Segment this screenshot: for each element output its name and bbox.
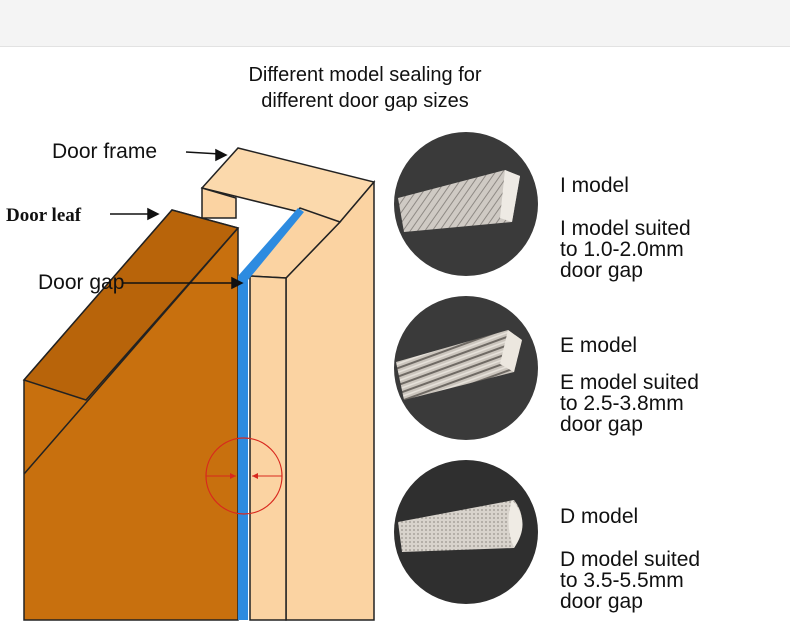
e-model-photo — [394, 296, 538, 440]
d-model-desc-line-3: door gap — [560, 591, 700, 612]
e-model-desc-line-1: E model suited — [560, 372, 699, 393]
door-leaf-arrowhead — [148, 209, 158, 219]
i-model-desc-line-2: to 1.0-2.0mm — [560, 239, 691, 260]
e-model-desc-line-2: to 2.5-3.8mm — [560, 393, 699, 414]
d-model-photo — [394, 460, 538, 604]
i-model-description: I model suited to 1.0-2.0mm door gap — [560, 218, 691, 281]
e-model-name: E model — [560, 334, 637, 358]
door-leaf-label: Door leaf — [6, 205, 81, 227]
door-frame-arrowhead — [216, 150, 226, 160]
d-model-name: D model — [560, 505, 638, 529]
door-frame-label: Door frame — [52, 140, 157, 164]
i-model-desc-line-1: I model suited — [560, 218, 691, 239]
i-model-name: I model — [560, 174, 629, 198]
door-frame-front — [250, 276, 286, 620]
e-model-desc-line-3: door gap — [560, 414, 699, 435]
d-model-description: D model suited to 3.5-5.5mm door gap — [560, 549, 700, 612]
door-frame-arrow — [186, 152, 220, 154]
i-model-photo — [394, 132, 538, 276]
door-gap-label: Door gap — [38, 271, 124, 295]
e-model-description: E model suited to 2.5-3.8mm door gap — [560, 372, 699, 435]
i-model-desc-line-3: door gap — [560, 260, 691, 281]
d-model-desc-line-2: to 3.5-5.5mm — [560, 570, 700, 591]
d-model-desc-line-1: D model suited — [560, 549, 700, 570]
